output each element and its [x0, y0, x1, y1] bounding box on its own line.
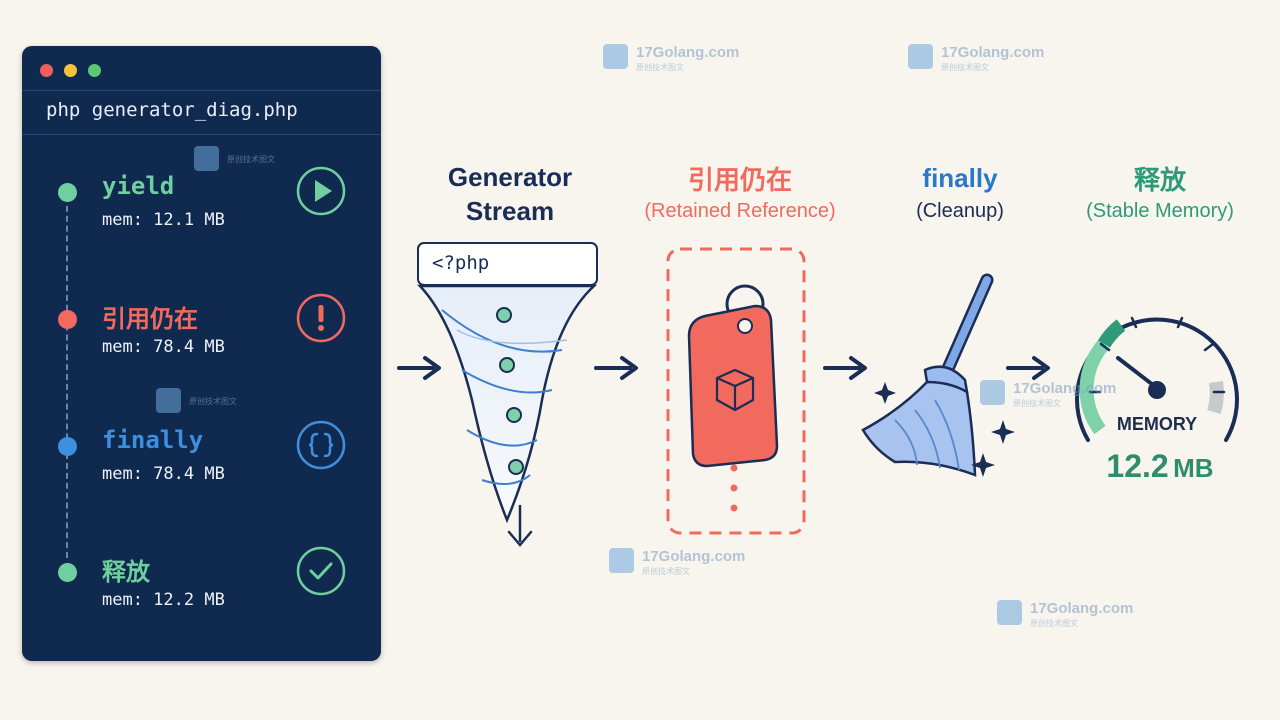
timeline-step-finally: finally mem: 78.4 MB [22, 420, 381, 540]
terminal-window: php generator_diag.php yield mem: 12.1 M… [22, 46, 381, 661]
gauge-unit: MB [1173, 453, 1214, 483]
timeline-step-retained: 引用仍在 mem: 78.4 MB [22, 293, 381, 413]
watermark: 17Golang.com 原创技术图文 [980, 380, 1140, 408]
release-title: 释放 [1133, 166, 1186, 196]
watermark-tagline: 原创技术图文 [227, 155, 275, 164]
terminal-command: php generator_diag.php [46, 99, 298, 121]
watermark: 17Golang.com 原创技术图文 [609, 548, 769, 576]
step-bullet [58, 310, 77, 329]
watermark: 原创技术图文 [194, 146, 294, 174]
step-mem: mem: 12.2 MB [102, 590, 225, 610]
step-label: 引用仍在 [102, 305, 198, 333]
watermark-brand: 17Golang.com [1013, 380, 1117, 397]
watermark-brand: 17Golang.com [1030, 600, 1134, 617]
watermark-tagline: 原创技术图文 [636, 63, 684, 72]
watermark-logo-icon [908, 44, 933, 69]
watermark-brand: 17Golang.com [636, 44, 740, 61]
watermark: 17Golang.com 原创技术图文 [603, 44, 763, 72]
braces-icon [296, 420, 346, 470]
play-icon [296, 166, 346, 216]
php-open-tag: <?php [432, 252, 490, 274]
php-code-box [417, 242, 598, 286]
minimize-window-dot[interactable] [64, 64, 77, 77]
terminal-divider [22, 134, 381, 135]
watermark-logo-icon [603, 44, 628, 69]
flow-arrow-icon [1006, 356, 1050, 380]
watermark-logo-icon [980, 380, 1005, 405]
watermark-tagline: 原创技术图文 [1030, 619, 1078, 628]
step-label: yield [102, 172, 175, 200]
retained-reference-subtitle: (Retained Reference) [644, 200, 836, 222]
generator-stream-title: Generator Stream [447, 162, 573, 226]
timeline-step-release: 释放 mem: 12.2 MB [22, 546, 381, 661]
watermark-tagline: 原创技术图文 [189, 397, 237, 406]
tag-icon [666, 247, 806, 535]
cleanup-subtitle: (Cleanup) [916, 200, 1004, 222]
retained-reference-title: 引用仍在 [687, 166, 792, 196]
watermark-logo-icon [156, 388, 181, 413]
step-mem: mem: 78.4 MB [102, 464, 225, 484]
check-icon [296, 546, 346, 596]
step-mem: mem: 78.4 MB [102, 337, 225, 357]
step-bullet [58, 183, 77, 202]
step-bullet [58, 563, 77, 582]
cleanup-title: finally [922, 163, 998, 193]
step-bullet [58, 437, 77, 456]
funnel-icon [417, 284, 598, 547]
watermark-logo-icon [609, 548, 634, 573]
watermark-brand: 17Golang.com [941, 44, 1045, 61]
flow-arrow-icon [823, 356, 867, 380]
watermark: 17Golang.com 原创技术图文 [997, 600, 1157, 628]
terminal-divider [22, 90, 381, 91]
maximize-window-dot[interactable] [88, 64, 101, 77]
broom-icon [861, 273, 1015, 477]
flow-arrow-icon [594, 356, 638, 380]
window-controls [40, 64, 101, 77]
flow-arrow-icon [397, 356, 441, 380]
step-label: 释放 [102, 558, 150, 586]
watermark-tagline: 原创技术图文 [941, 63, 989, 72]
watermark-tagline: 原创技术图文 [642, 567, 690, 576]
exclamation-icon [296, 293, 346, 343]
close-window-dot[interactable] [40, 64, 53, 77]
gauge-value: 12.2 MB [1080, 448, 1240, 485]
release-subtitle: (Stable Memory) [1086, 200, 1234, 222]
gauge-label: MEMORY [1116, 414, 1198, 434]
step-label: finally [102, 426, 204, 454]
timeline-line [66, 196, 68, 558]
gauge-number: 12.2 [1106, 448, 1169, 484]
timeline-step-yield: yield mem: 12.1 MB [22, 166, 381, 286]
watermark-logo-icon [194, 146, 219, 171]
gauge-icon [1075, 316, 1239, 442]
watermark-logo-icon [997, 600, 1022, 625]
step-mem: mem: 12.1 MB [102, 210, 225, 230]
watermark-brand: 17Golang.com [642, 548, 746, 565]
watermark-tagline: 原创技术图文 [1013, 399, 1061, 408]
watermark: 17Golang.com 原创技术图文 [908, 44, 1068, 72]
watermark: 原创技术图文 [156, 388, 256, 416]
